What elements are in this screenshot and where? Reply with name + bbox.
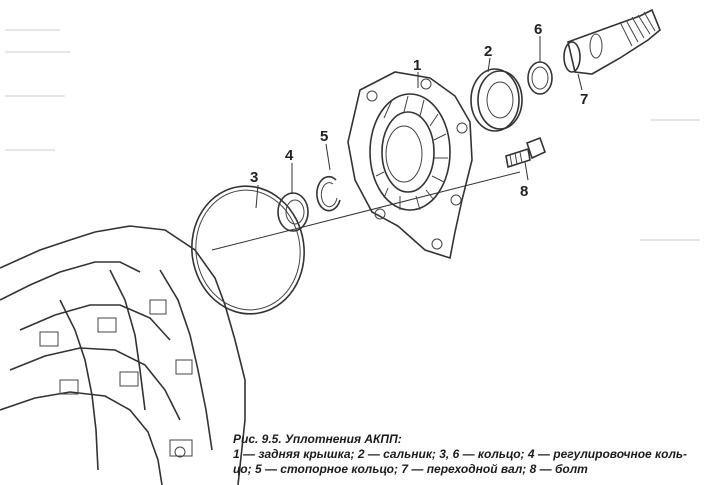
leader-lines <box>255 36 583 209</box>
transmission-housing <box>0 225 246 485</box>
background-print-noise <box>5 29 700 241</box>
caption-legend-line-2: цо; 5 — стопорное кольцо; 7 — переходной… <box>233 462 588 476</box>
figure-caption: Рис. 9.5. Уплотнения АКПП: 1 — задняя кр… <box>233 432 703 477</box>
caption-legend-line-1: 1 — задняя крышка; 2 — сальник; 3, 6 — к… <box>233 447 688 461</box>
callout-7: 7 <box>580 91 588 108</box>
adapter-shaft <box>563 8 661 75</box>
o-ring-large <box>191 185 305 315</box>
ring-small <box>527 61 553 95</box>
callout-2: 2 <box>484 43 492 60</box>
assembly-axis-line <box>211 171 521 251</box>
callout-8: 8 <box>520 183 528 200</box>
callout-5: 5 <box>320 128 328 145</box>
callout-3: 3 <box>250 169 258 186</box>
callout-6: 6 <box>534 21 542 38</box>
adjusting-ring <box>277 192 309 232</box>
snap-ring <box>316 175 341 212</box>
caption-title: Рис. 9.5. Уплотнения АКПП: <box>233 432 402 446</box>
oil-seal <box>470 68 523 132</box>
callout-4: 4 <box>285 147 294 164</box>
bolt <box>505 136 546 169</box>
callout-1: 1 <box>413 57 421 74</box>
rear-cover <box>347 71 473 260</box>
